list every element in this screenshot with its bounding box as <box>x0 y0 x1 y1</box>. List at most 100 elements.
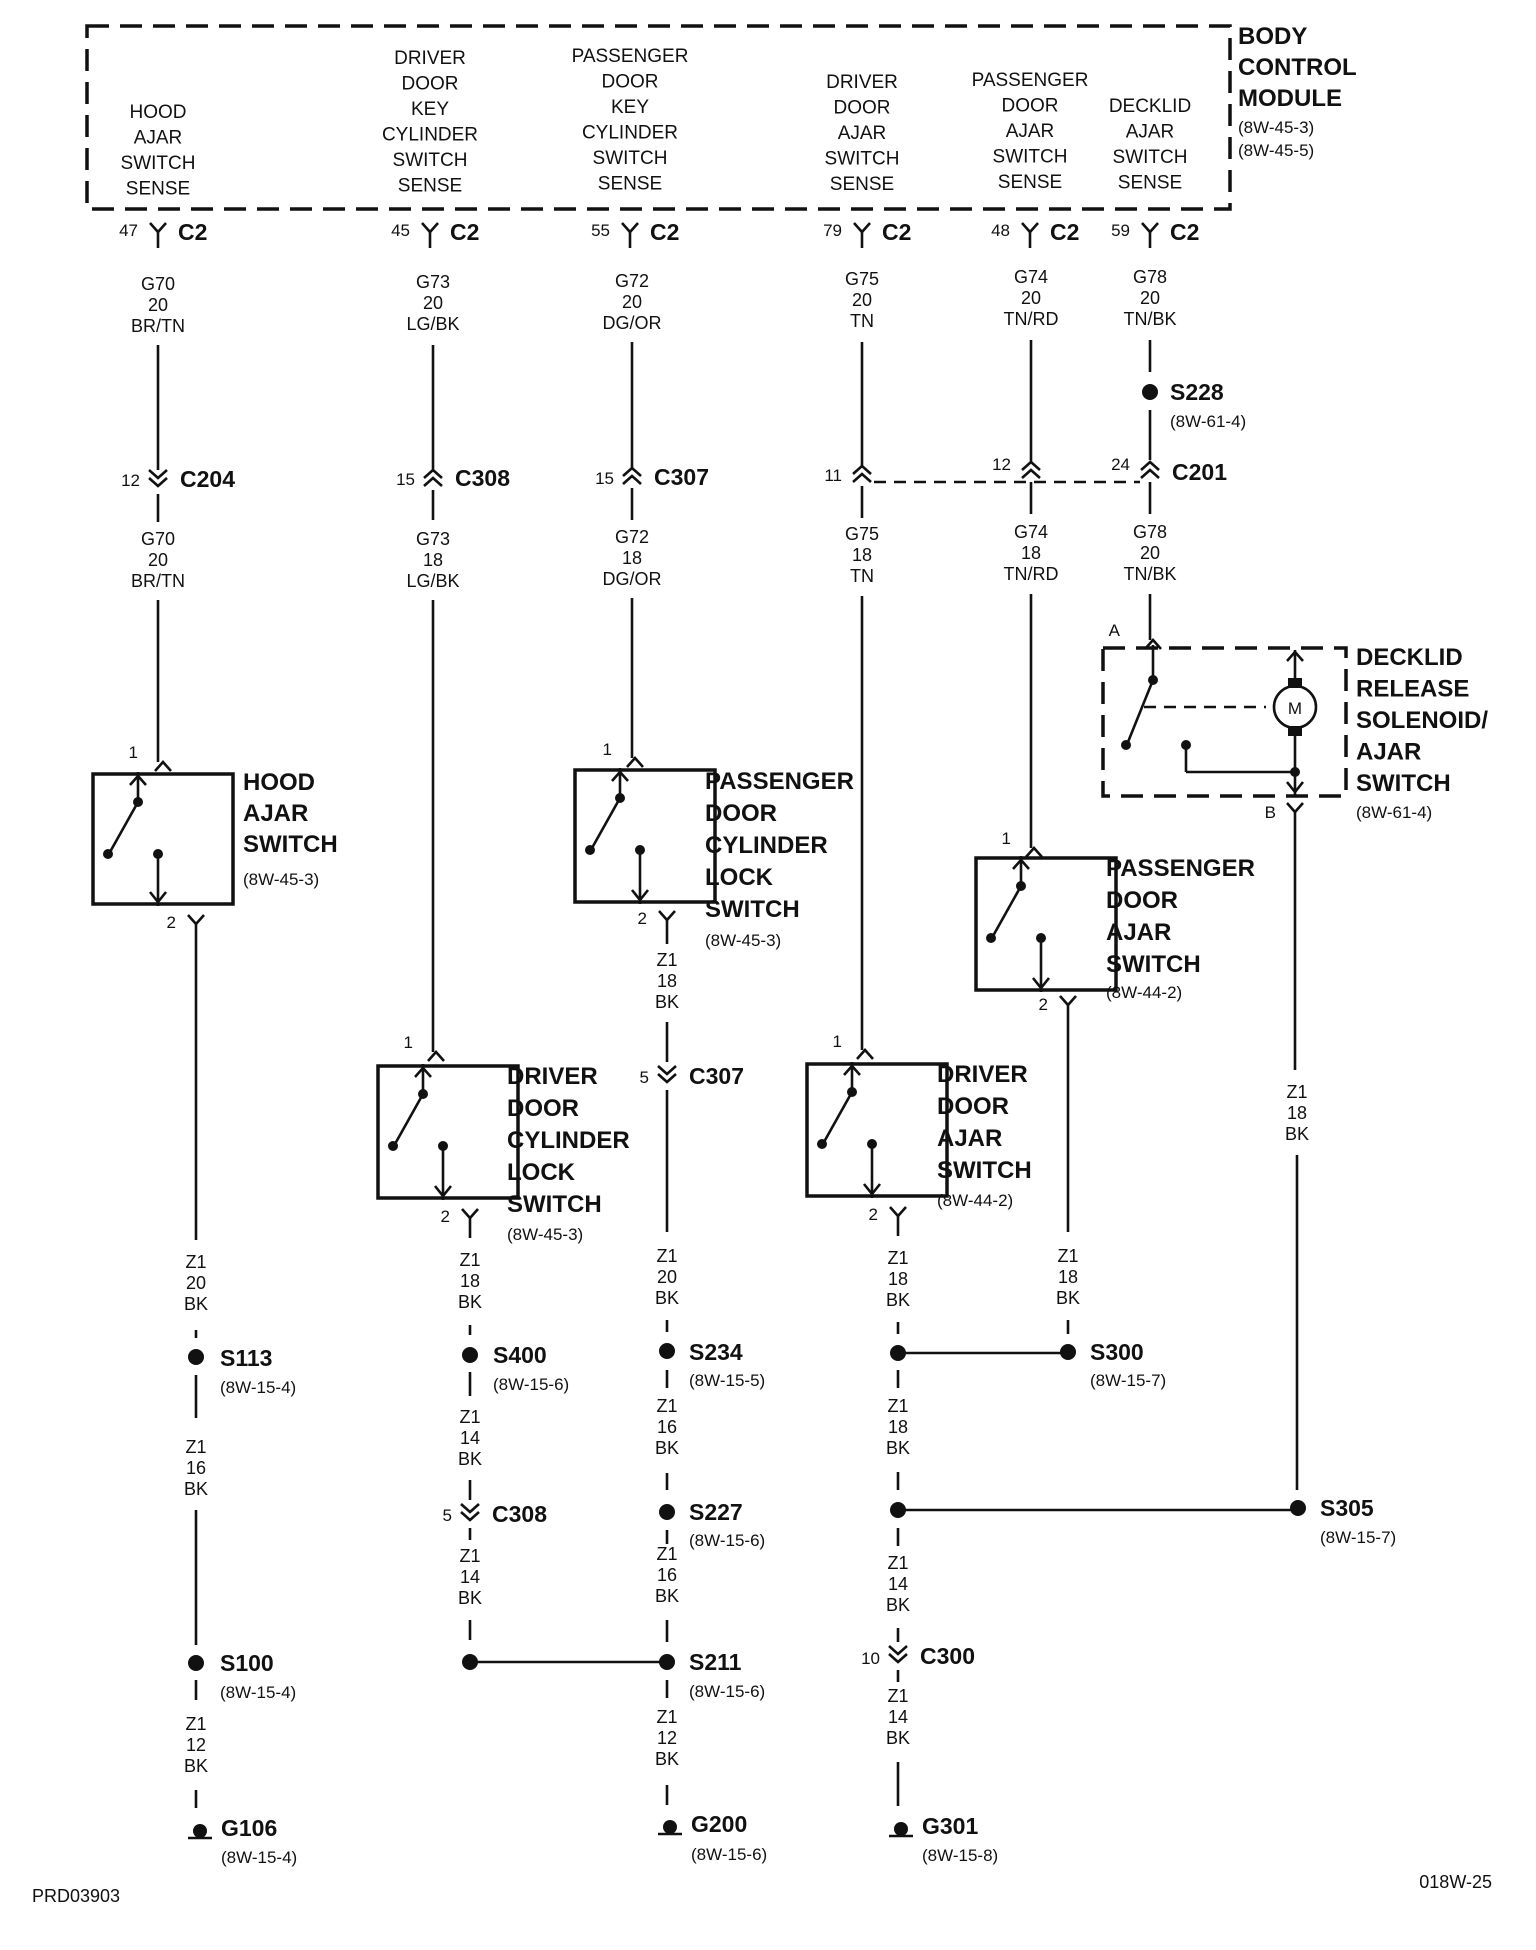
pin-terminal <box>1059 995 1077 1007</box>
module-input-label: SWITCH <box>593 148 668 169</box>
wire-label: Z1 <box>887 1686 908 1706</box>
switch-label: AJAR <box>243 800 308 827</box>
pin-number: 59 <box>1111 221 1130 240</box>
wire-label: TN <box>850 566 874 586</box>
wire-label: BK <box>458 1292 482 1312</box>
switch-contact <box>1121 740 1131 750</box>
module-input-label: SENSE <box>998 172 1062 193</box>
wire-label: G72 <box>615 527 649 547</box>
wire-label: Z1 <box>887 1396 908 1416</box>
wire-label: BK <box>886 1290 910 1310</box>
switch-label: SWITCH <box>243 831 338 858</box>
module-title: CONTROL <box>1238 54 1357 81</box>
wire-label: 18 <box>1058 1267 1078 1287</box>
pin-number: 1 <box>404 1033 413 1052</box>
wire-label: TN/RD <box>1004 309 1059 329</box>
pin-terminal <box>149 222 167 234</box>
wire-label: Z1 <box>656 1544 677 1564</box>
pin-terminal <box>1025 846 1043 858</box>
wire-label: 20 <box>1140 543 1160 563</box>
pin-terminal <box>853 222 871 234</box>
splice-s234 <box>659 1343 675 1359</box>
connector-label: C307 <box>654 464 709 490</box>
connector-c308 <box>423 468 443 487</box>
wire-label: G73 <box>416 272 450 292</box>
module-input-label: SENSE <box>598 174 662 195</box>
connector-label: C307 <box>689 1063 744 1089</box>
pin-number: 15 <box>396 470 415 489</box>
motor-icon: M <box>1288 699 1302 718</box>
wire-label: BR/TN <box>131 571 185 591</box>
pin-number: 12 <box>121 471 140 490</box>
driver-door-ajar-switch <box>805 1062 949 1198</box>
wire-label: 18 <box>888 1269 908 1289</box>
switch-label: DRIVER <box>507 1063 598 1090</box>
connector-label: C204 <box>180 466 235 492</box>
splice-label: S100 <box>220 1650 274 1676</box>
splice-s211 <box>659 1654 675 1670</box>
wire-label: Z1 <box>185 1714 206 1734</box>
pin-terminal <box>1141 222 1159 234</box>
splice-label: S228 <box>1170 379 1224 405</box>
switch-label: LOCK <box>507 1159 576 1186</box>
module-input-label: SENSE <box>1118 173 1182 194</box>
pin-terminal <box>461 1208 479 1220</box>
connector-label: C308 <box>455 465 510 491</box>
splice-label: S300 <box>1090 1339 1144 1365</box>
switch-ref: (8W-45-3) <box>243 870 319 889</box>
wire-label: Z1 <box>459 1407 480 1427</box>
switch-arrow-icon <box>148 891 168 905</box>
pin-number: 2 <box>167 913 176 932</box>
wire-label: Z1 <box>887 1248 908 1268</box>
wire-label: BK <box>655 1749 679 1769</box>
module-input-label: CYLINDER <box>382 125 478 146</box>
switch-arrow-icon <box>1285 781 1305 795</box>
driver-door-cylinder-lock-switch <box>376 1064 520 1200</box>
wire-label: 18 <box>460 1271 480 1291</box>
motor-brush <box>1288 726 1302 736</box>
pin-terminal <box>154 760 172 772</box>
wire-label: 18 <box>1021 543 1041 563</box>
page-number: 018W-25 <box>1419 1872 1492 1892</box>
switch-label: DOOR <box>705 800 777 827</box>
ground-g200 <box>663 1820 677 1834</box>
splice-ref: (8W-61-4) <box>1170 412 1246 431</box>
pin-number: 1 <box>129 743 138 762</box>
pin-number: 11 <box>824 466 842 485</box>
module-input-label: SWITCH <box>121 153 196 174</box>
splice-ref: (8W-15-7) <box>1320 1528 1396 1547</box>
switch-contact <box>1290 767 1300 777</box>
passenger-door-ajar-switch <box>974 856 1118 992</box>
switch-label: DOOR <box>1106 887 1178 914</box>
pin-terminal <box>1286 802 1304 814</box>
ground-label: G301 <box>922 1813 978 1839</box>
wire-label: G78 <box>1133 522 1167 542</box>
pin-terminal <box>889 1206 907 1218</box>
switch-label: AJAR <box>1106 919 1171 946</box>
wire-label: BK <box>655 1586 679 1606</box>
wire-label: G70 <box>141 274 175 294</box>
wire-label: TN/BK <box>1123 309 1176 329</box>
module-input-label: AJAR <box>1126 122 1175 143</box>
wire-label: BK <box>184 1294 208 1314</box>
module-title: BODY <box>1238 23 1307 50</box>
wire-label: 20 <box>186 1273 206 1293</box>
wire-label: BK <box>1056 1288 1080 1308</box>
splice-s227 <box>659 1504 675 1520</box>
wire-label: 12 <box>657 1728 677 1748</box>
wire-label: BK <box>184 1479 208 1499</box>
wire-label: 20 <box>1140 288 1160 308</box>
motor-brush <box>1288 678 1302 688</box>
wire-label: BK <box>655 1438 679 1458</box>
switch-label: PASSENGER <box>705 768 854 795</box>
pin-number: 12 <box>992 455 1011 474</box>
switch-contact <box>986 933 996 943</box>
wire-label: Z1 <box>1057 1246 1078 1266</box>
wire-label: Z1 <box>185 1437 206 1457</box>
wire-label: Z1 <box>656 1246 677 1266</box>
switch-label: DOOR <box>937 1093 1009 1120</box>
pin-number: 45 <box>391 221 410 240</box>
wire-label: Z1 <box>887 1553 908 1573</box>
switch-label: CYLINDER <box>507 1127 630 1154</box>
connector-label: C2 <box>1170 219 1199 245</box>
